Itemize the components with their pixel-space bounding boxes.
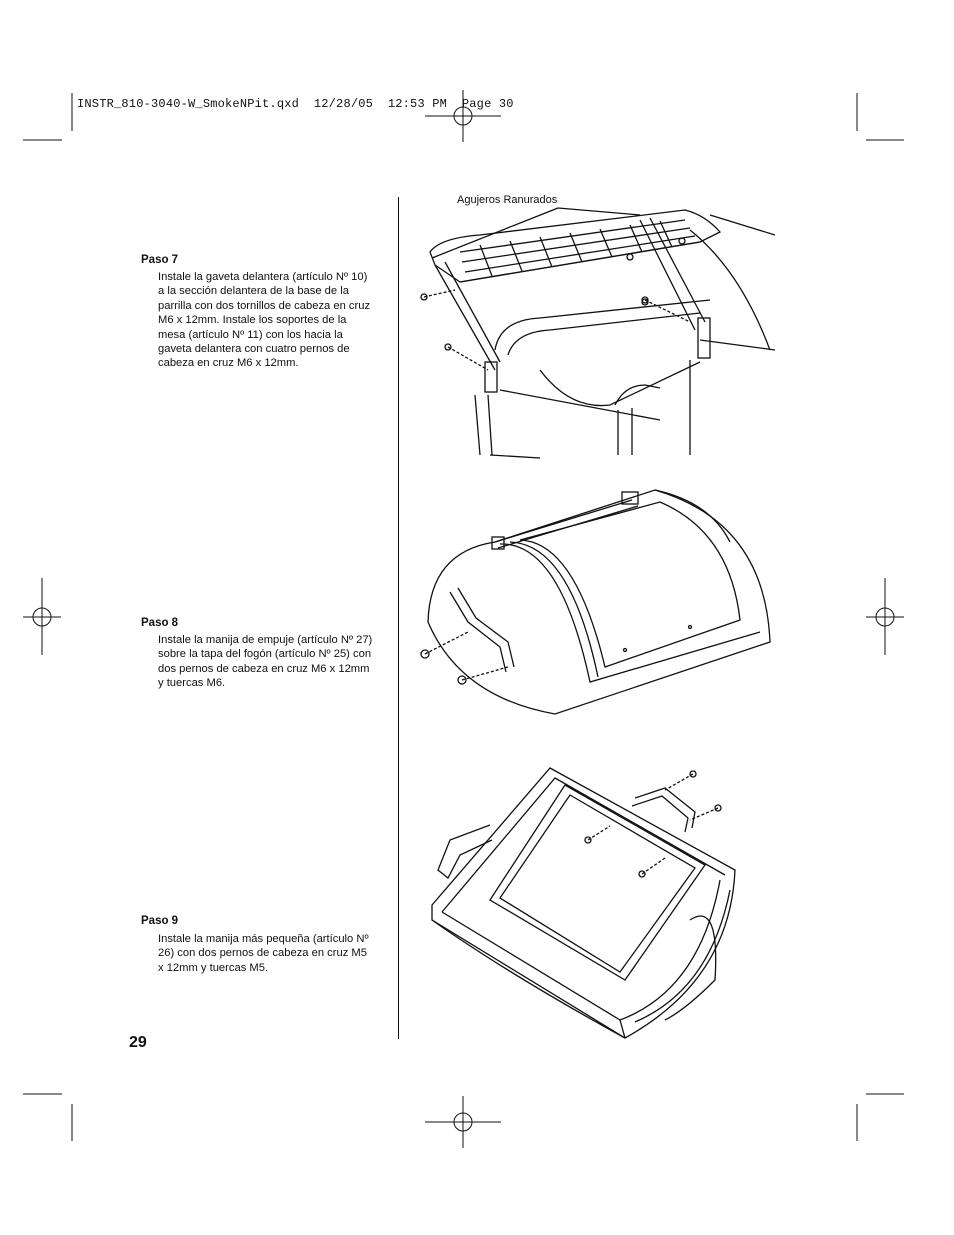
step-9-text: Instale la manija más pequeña (artículo … [158, 933, 369, 974]
step-8-text: Instale la manija de empuje (artículo Nº… [158, 634, 373, 690]
step-9-illustration [431, 767, 736, 1039]
step-9-title: Paso 9 [141, 915, 179, 927]
registration-target-left [23, 578, 61, 655]
step-7-title: Paso 7 [141, 254, 179, 266]
step-7-illustration [420, 207, 776, 459]
registration-target-bottom [425, 1096, 501, 1148]
page-number: 29 [129, 1034, 147, 1051]
registration-target-right [866, 578, 904, 655]
file-slug: INSTR_810-3040-W_SmokeNPit.qxd 12/28/05 … [77, 97, 514, 111]
step-8-title: Paso 8 [141, 617, 179, 629]
step-8-illustration [420, 489, 771, 715]
registration-target-top [425, 90, 501, 142]
column-divider [398, 197, 399, 1039]
step-7-text: Instale la gaveta delantera (artículo Nº… [158, 271, 371, 370]
slotted-holes-callout: Agujeros Ranurados [457, 194, 558, 206]
